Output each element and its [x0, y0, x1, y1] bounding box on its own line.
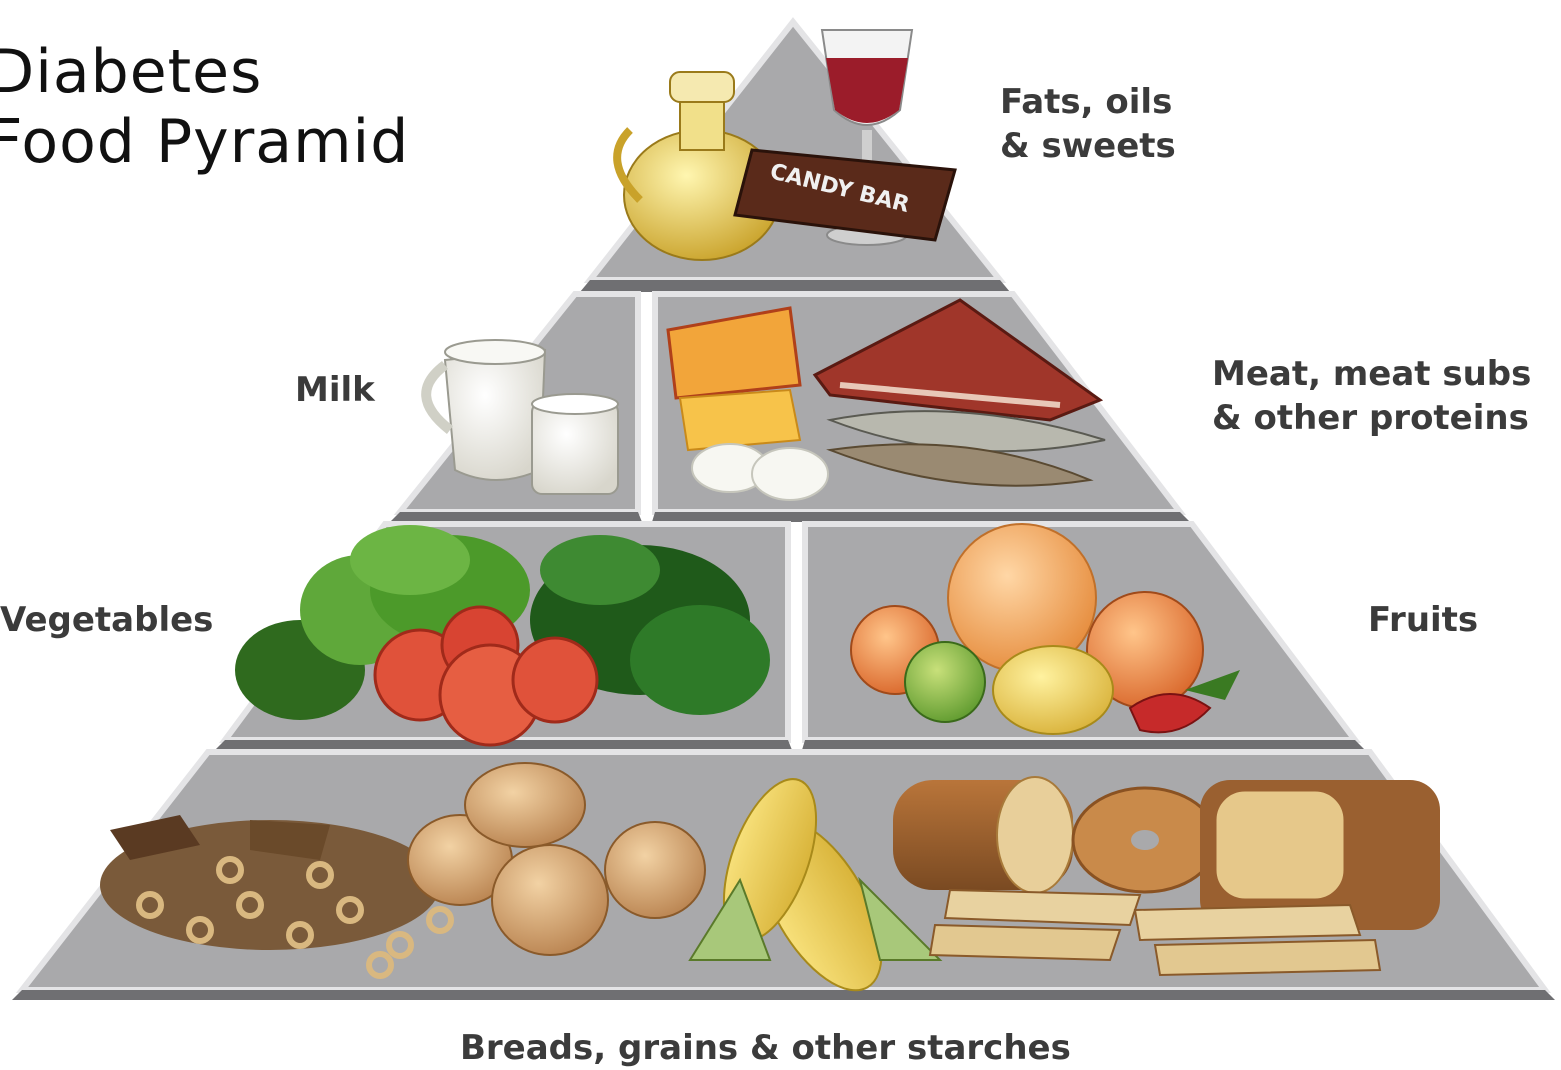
title-line-1: Diabetes [0, 42, 262, 102]
apple-icon [905, 642, 985, 722]
label-vegetables: Vegetables [0, 598, 213, 642]
label-breads-grains-starches-line-1: Breads, grains & other starches [460, 1026, 1071, 1070]
label-fruits-line-1: Fruits [1368, 598, 1478, 642]
label-fruits: Fruits [1368, 598, 1478, 642]
bread-loaf-icon [893, 777, 1073, 893]
bagel-icon [1073, 788, 1217, 892]
label-meat-proteins-line-1: Meat, meat subs [1212, 352, 1531, 396]
label-fats-oils-sweets-line-1: Fats, oils [1000, 80, 1176, 124]
label-breads-grains-starches: Breads, grains & other starches [460, 1026, 1071, 1070]
label-meat-proteins-line-2: & other proteins [1212, 396, 1531, 440]
cheese-icon [668, 308, 800, 450]
lemon-icon [993, 646, 1113, 734]
label-meat-proteins: Meat, meat subs & other proteins [1212, 352, 1531, 440]
label-fats-oils-sweets: Fats, oils & sweets [1000, 80, 1176, 168]
label-vegetables-line-1: Vegetables [0, 598, 213, 642]
label-milk-line-1: Milk [295, 368, 375, 412]
label-milk: Milk [295, 368, 375, 412]
title-line-2: Food Pyramid [0, 112, 409, 172]
label-fats-oils-sweets-line-2: & sweets [1000, 124, 1176, 168]
milk-glass-icon [532, 394, 618, 494]
